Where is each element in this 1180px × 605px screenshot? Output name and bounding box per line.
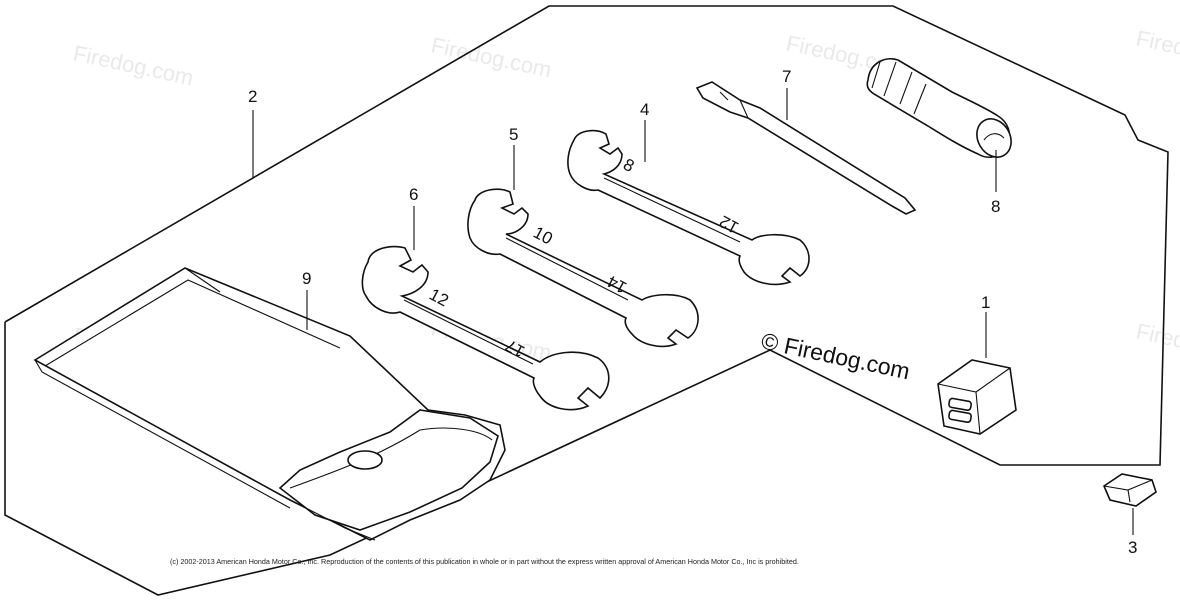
watermark-7: Firedog.com (1134, 318, 1180, 368)
center-watermark: © Firedog.com (759, 327, 912, 384)
callout-7: 7 (782, 67, 791, 86)
callout-5: 5 (509, 125, 518, 144)
callout-4: 4 (640, 100, 649, 119)
callout-2: 2 (248, 87, 257, 106)
callout-1: 1 (981, 293, 990, 312)
callout-8: 8 (991, 197, 1000, 216)
watermark-6: Firedog.com (1134, 25, 1180, 75)
wrench-8-12: 8 12 (567, 129, 810, 286)
screwdriver-handle (866, 58, 1012, 158)
callout-3: 3 (1128, 538, 1137, 557)
fuse (1103, 473, 1157, 507)
wrench-6-size-12: 12 (426, 285, 452, 311)
callout-9: 9 (302, 269, 311, 288)
assembly-outline (4, 5, 1169, 596)
wrench-5-size-10: 10 (530, 223, 556, 249)
tool-bag (33, 267, 506, 541)
callouts: 1 2 3 4 5 6 7 8 9 (248, 67, 1137, 557)
leader-lines (252, 88, 1134, 535)
screwdriver-shaft (695, 81, 917, 215)
copyright-notice: (c) 2002-2013 American Honda Motor Co., … (170, 557, 799, 566)
callout-6: 6 (409, 185, 418, 204)
rubber-block (937, 359, 1017, 435)
watermark-1: Firedog.com (71, 40, 196, 90)
wrench-4-size-8: 8 (620, 155, 637, 176)
